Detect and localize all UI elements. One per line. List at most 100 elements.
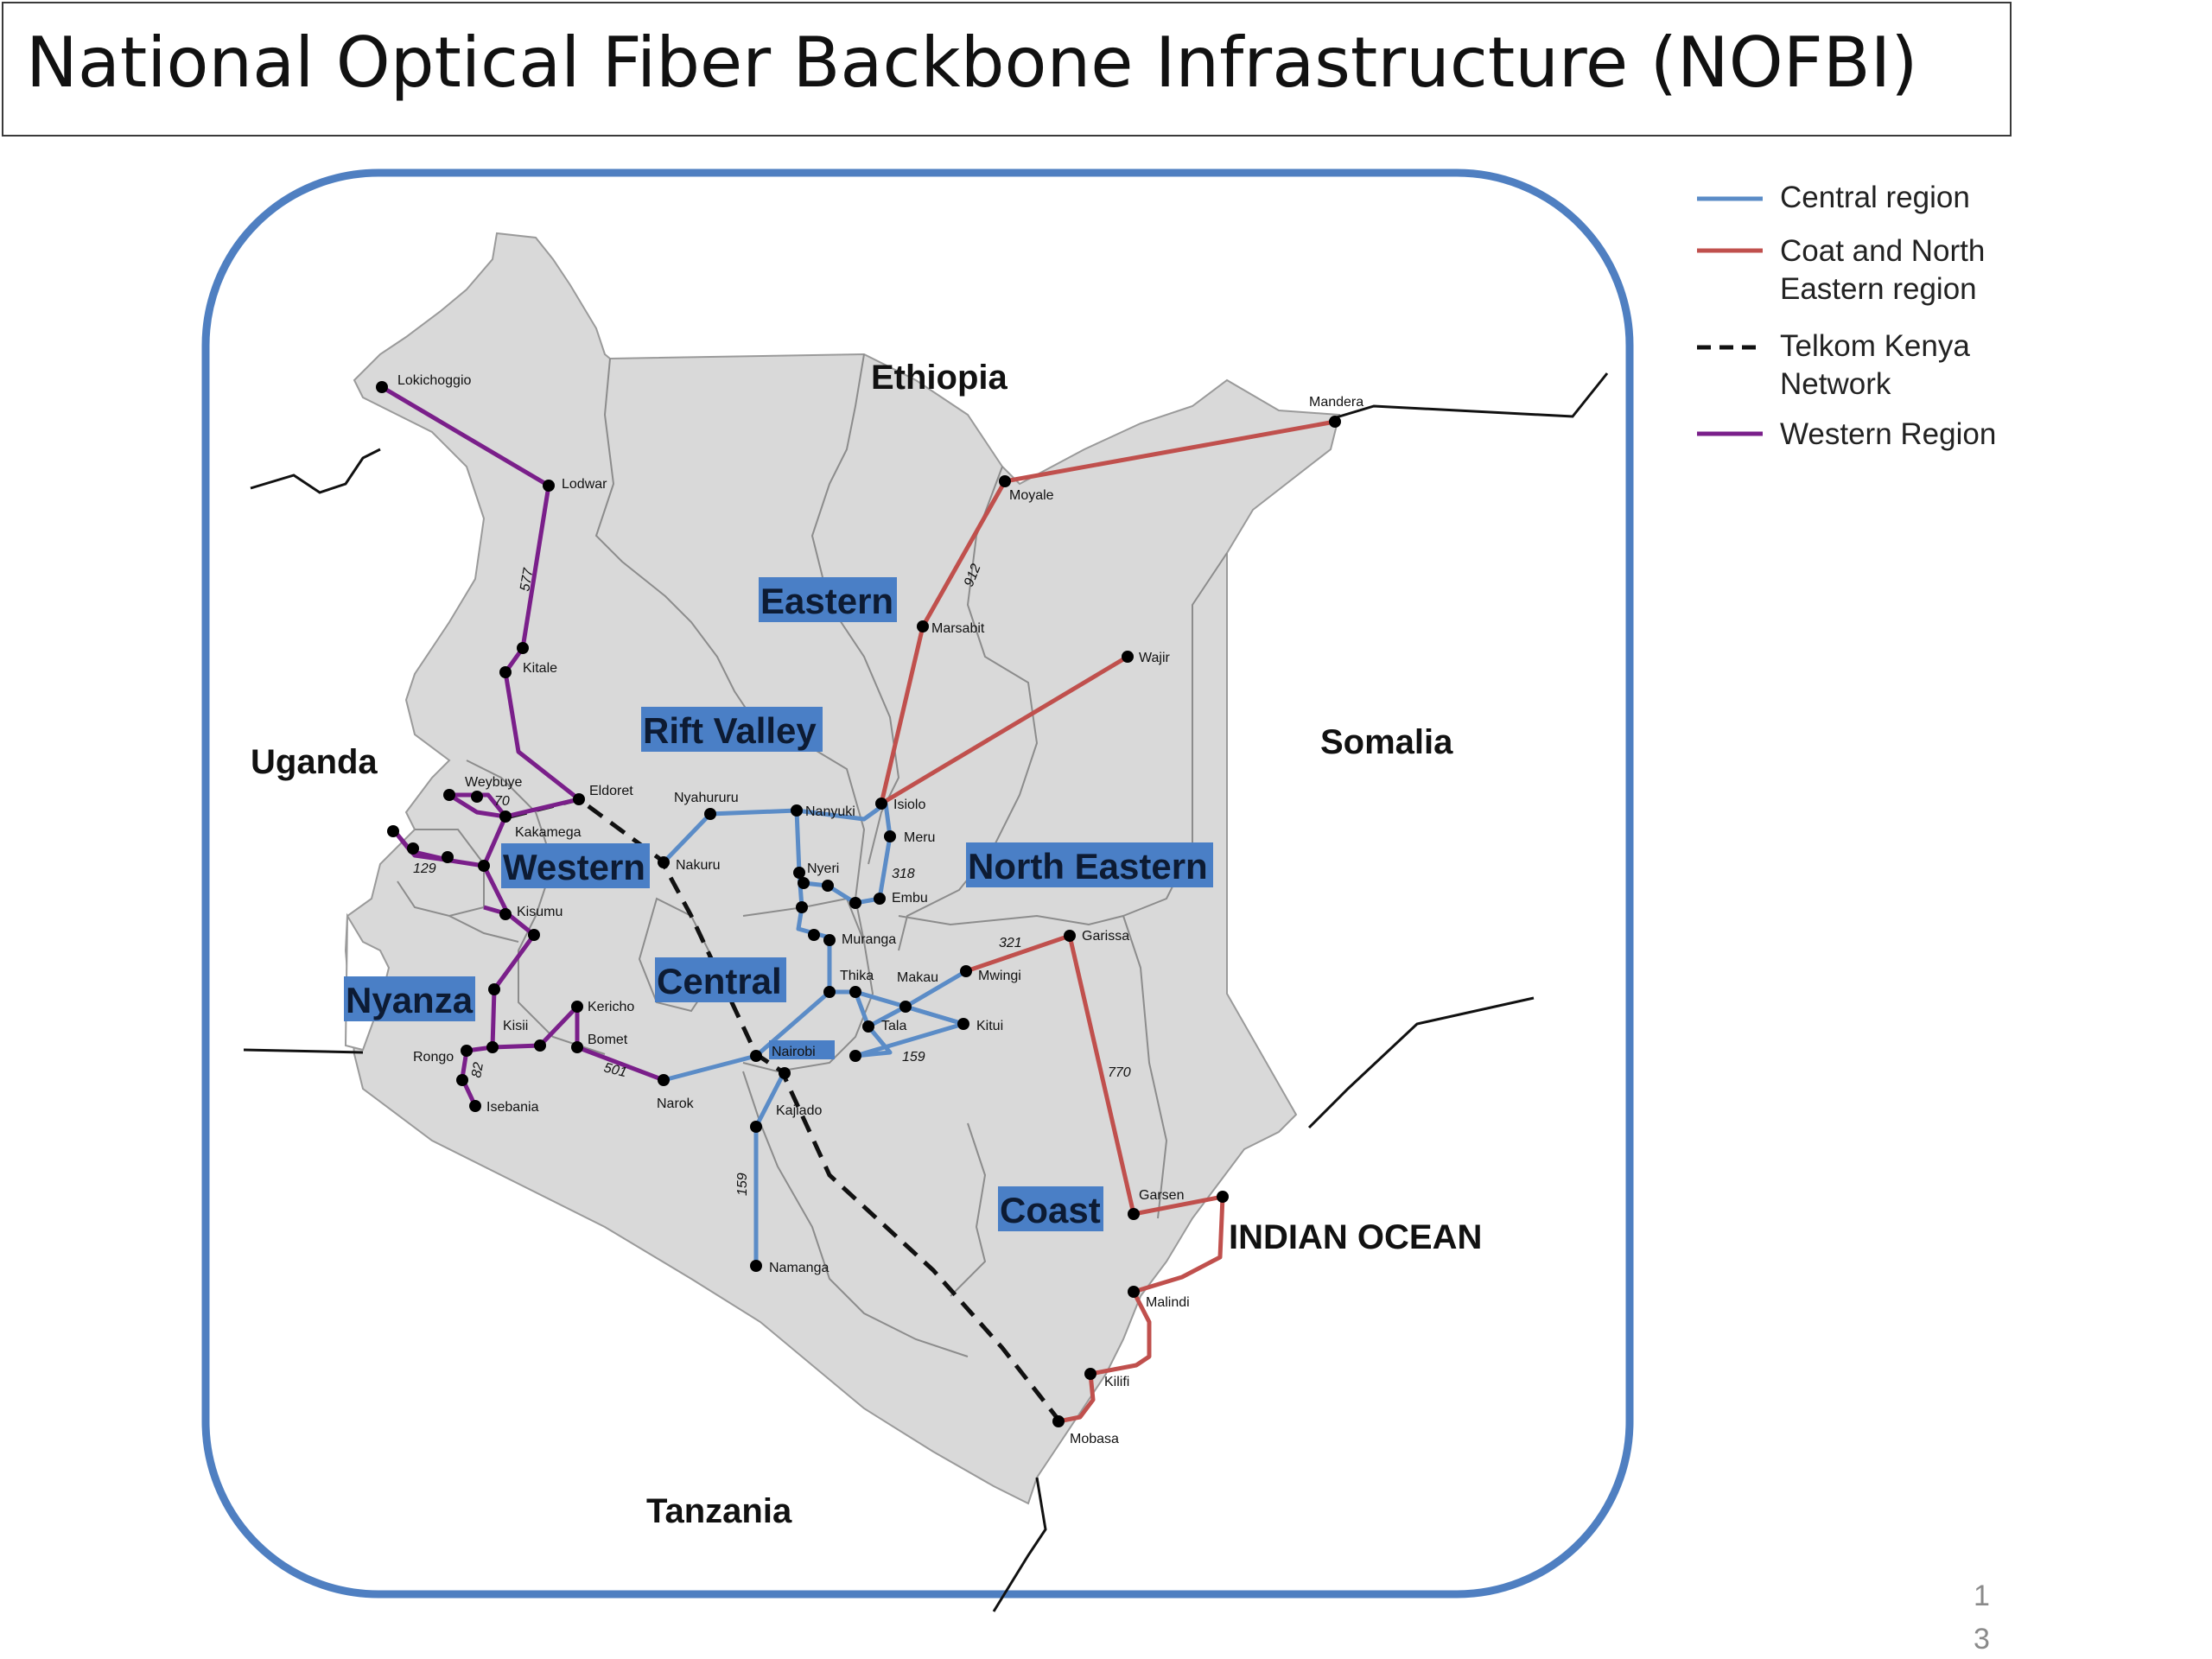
- dist-82: 82: [469, 1061, 486, 1079]
- dot-c6: [849, 986, 861, 998]
- label-indian-ocean: INDIAN OCEAN: [1229, 1218, 1482, 1256]
- town-nairobi: Nairobi: [772, 1045, 816, 1059]
- legend: Central region Coat and North Eastern re…: [1697, 181, 1996, 451]
- dist-501: 501: [602, 1060, 628, 1080]
- dot-marsabit: [917, 620, 929, 632]
- dist-159b: 159: [735, 1173, 750, 1196]
- dist-129: 129: [413, 861, 436, 876]
- dot-nakuru: [658, 856, 670, 868]
- legend-central-line1: Central region: [1780, 181, 1970, 214]
- dot-w6: [534, 1039, 546, 1052]
- town-weybuye: Weybuye: [465, 775, 523, 790]
- dot-w5: [528, 929, 540, 941]
- town-narok: Narok: [657, 1096, 695, 1111]
- label-ethiopia: Ethiopia: [871, 359, 1008, 397]
- dot-kisumu: [499, 908, 512, 920]
- town-tala: Tala: [881, 1019, 906, 1033]
- dot-namanga: [750, 1260, 762, 1272]
- dot-c4: [849, 897, 861, 909]
- dot-mobasa: [1052, 1415, 1065, 1427]
- town-labels: Lokichoggio Lodwar Kitale Eldoret Weybuy…: [397, 373, 1363, 1446]
- town-nyeri: Nyeri: [807, 861, 839, 876]
- town-bomet: Bomet: [588, 1033, 628, 1047]
- town-isebania: Isebania: [486, 1100, 539, 1115]
- dot-mwingi: [960, 965, 972, 977]
- town-rongo: Rongo: [413, 1050, 454, 1065]
- dot-mandera: [1329, 416, 1341, 428]
- town-kilifi: Kilifi: [1104, 1375, 1129, 1389]
- town-thika: Thika: [840, 969, 874, 983]
- legend-telkom-line2: Network: [1780, 367, 1891, 401]
- dist-70: 70: [494, 794, 510, 809]
- town-nakuru: Nakuru: [676, 858, 721, 873]
- distance-labels: 577 912 70 129 318 321 159 501 770 159 8…: [413, 562, 1131, 1196]
- dot-w4: [478, 860, 490, 872]
- title-box: National Optical Fiber Backbone Infrastr…: [2, 2, 2012, 137]
- dot-kitui: [957, 1018, 969, 1030]
- dist-159a: 159: [902, 1050, 925, 1065]
- label-tanzania: Tanzania: [646, 1492, 792, 1530]
- town-isiolo: Isiolo: [893, 798, 925, 812]
- dot-e1: [1217, 1191, 1229, 1203]
- dot-narok: [658, 1074, 670, 1086]
- dot-isiolo: [875, 798, 887, 810]
- town-nanyuki: Nanyuki: [805, 804, 855, 819]
- town-kisumu: Kisumu: [517, 905, 563, 919]
- town-moyale: Moyale: [1009, 488, 1054, 503]
- dot-lodwar: [543, 480, 555, 492]
- province-borders: [397, 353, 1228, 1357]
- dot-moyale: [999, 475, 1011, 487]
- dot-kericho: [571, 1001, 583, 1013]
- town-muranga: Muranga: [842, 932, 896, 947]
- dot-c3: [798, 877, 810, 889]
- page-number-digit-1: 1: [1974, 1580, 1990, 1612]
- dot-nairobi: [750, 1050, 762, 1062]
- label-uganda: Uganda: [251, 743, 378, 781]
- label-somalia: Somalia: [1320, 723, 1453, 761]
- dot-thika: [823, 986, 836, 998]
- town-nyahururu: Nyahururu: [674, 791, 739, 805]
- dot-weybuye-b: [471, 791, 483, 803]
- dot-nyeri: [822, 880, 834, 892]
- town-namanga: Namanga: [769, 1261, 829, 1275]
- dot-c1: [793, 867, 805, 879]
- town-embu: Embu: [892, 891, 928, 906]
- town-kitui: Kitui: [976, 1019, 1003, 1033]
- region-western: Western: [503, 847, 645, 887]
- dot-tala: [862, 1020, 874, 1033]
- page-title: National Optical Fiber Backbone Infrastr…: [26, 22, 1918, 103]
- kenya-landmass: [344, 232, 1341, 1505]
- dot-embu: [874, 893, 886, 905]
- town-makau: Makau: [897, 970, 938, 985]
- dot-makau: [899, 1001, 912, 1013]
- dot-lokichoggio: [376, 381, 388, 393]
- dot-kakamega: [499, 810, 512, 823]
- town-eldoret: Eldoret: [589, 784, 633, 798]
- dot-bomet: [571, 1041, 583, 1053]
- region-coast: Coast: [1000, 1190, 1101, 1230]
- legend-western-line1: Western Region: [1780, 417, 1996, 451]
- dot-meru: [884, 830, 896, 842]
- town-mwingi: Mwingi: [978, 969, 1021, 983]
- legend-coast-line2: Eastern region: [1780, 272, 1977, 306]
- region-north-eastern: North Eastern: [968, 846, 1208, 887]
- dot-wajir: [1122, 651, 1134, 663]
- dot-garissa: [1064, 930, 1076, 942]
- town-kisii: Kisii: [503, 1019, 528, 1033]
- town-kajiado: Kajiado: [776, 1103, 822, 1118]
- town-mandera: Mandera: [1309, 395, 1363, 410]
- dot-w2: [407, 842, 419, 855]
- dot-rongo: [486, 1041, 499, 1053]
- route-telkom: [509, 797, 1060, 1421]
- dot-malindi: [1128, 1286, 1140, 1298]
- dot-nanyuki: [791, 804, 803, 817]
- town-mobasa: Mobasa: [1070, 1432, 1119, 1446]
- dot-kilifi: [1084, 1368, 1096, 1380]
- dist-321: 321: [999, 936, 1022, 950]
- dot-w3: [442, 851, 454, 863]
- dot-w1: [387, 825, 399, 837]
- town-marsabit: Marsabit: [931, 621, 985, 636]
- dist-577: 577: [518, 566, 537, 592]
- town-kitale: Kitale: [523, 661, 557, 676]
- town-kakamega: Kakamega: [515, 825, 582, 840]
